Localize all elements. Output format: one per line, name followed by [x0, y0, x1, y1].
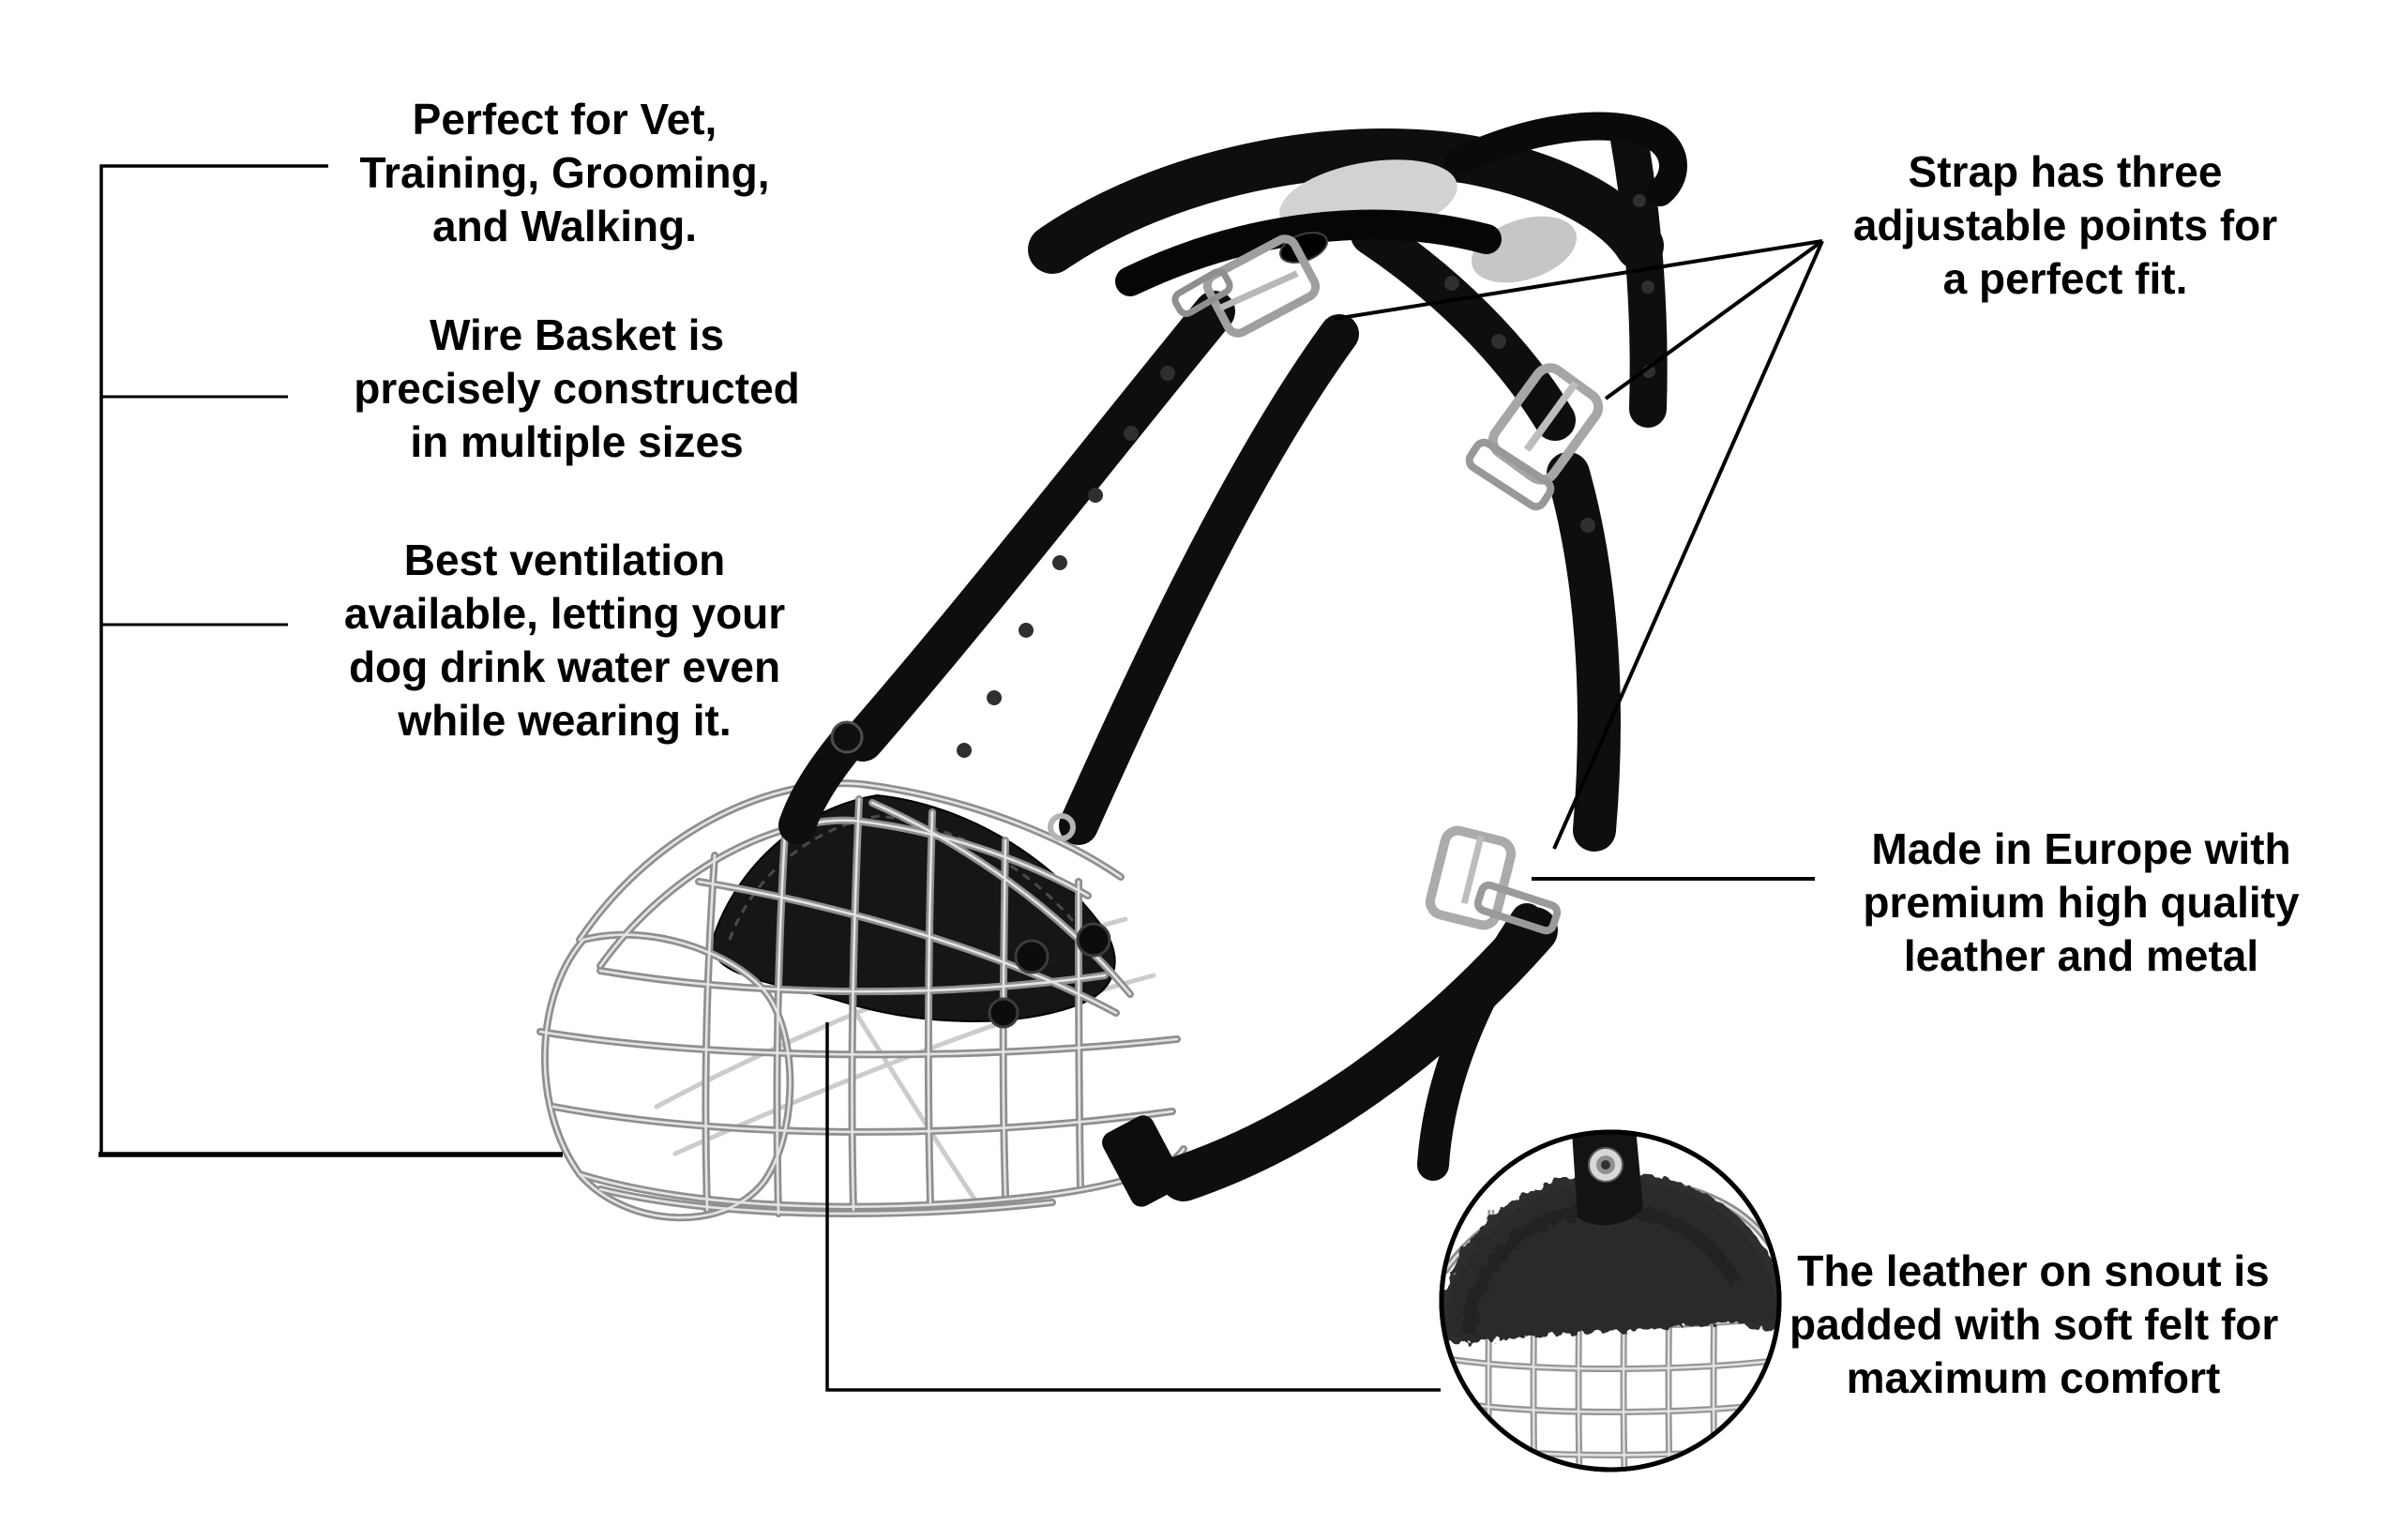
callout-strap-adjustment: Strap has three adjustable points for a …: [1821, 145, 2309, 306]
strap-keeper: [1102, 1115, 1183, 1207]
rivet-icon: [988, 997, 1019, 1029]
callout-line: Perfect for Vet,: [412, 95, 717, 143]
inset-circle: [1439, 1129, 1782, 1472]
callout-line: adjustable points for: [1852, 201, 2278, 249]
callout-line: Strap has three: [1908, 147, 2223, 196]
inset-connector: [825, 1022, 1441, 1392]
callout-line: Training, Grooming,: [359, 148, 770, 197]
keeper-icon: [1171, 268, 1233, 317]
head-strap-left: [842, 291, 1235, 762]
stitching: [728, 814, 1088, 941]
callout-felt-padding: The leather on snout is padded with soft…: [1789, 1245, 2279, 1405]
callout-line: precisely constructed: [354, 364, 800, 413]
callout-line: Best ventilation: [403, 536, 726, 584]
annotation-lines: [98, 164, 1824, 1392]
strap-leader-lines: [1334, 239, 1824, 850]
nose-strap: [1059, 314, 1359, 845]
callout-line: in multiple sizes: [410, 417, 744, 466]
callout-line: The leather on snout is: [1797, 1246, 2270, 1295]
inset-border: [1439, 1129, 1782, 1472]
strap-holes: [957, 194, 1655, 758]
callout-line: leather and metal: [1903, 931, 2259, 980]
browband: [1028, 128, 1664, 274]
left-callout-connector: [98, 164, 563, 1157]
keeper-icon: [1473, 881, 1562, 935]
callout-line: and Walking.: [432, 202, 697, 250]
callout-line: maximum comfort: [1846, 1353, 2221, 1402]
buckles: [1102, 234, 1604, 1207]
callout-line: a perfect fit.: [1942, 254, 2188, 303]
leather-straps: [778, 120, 1668, 1201]
rivet-hole: [1601, 1160, 1610, 1170]
callout-line: padded with soft felt for: [1789, 1300, 2279, 1349]
callout-made-in-europe: Made in Europe with premium high quality…: [1837, 823, 2325, 983]
rivet-icon: [1014, 939, 1049, 974]
callout-wire-basket: Wire Basket is precisely constructed in …: [314, 309, 839, 469]
callout-line: dog drink water even: [348, 642, 781, 691]
callout-ventilation: Best ventilation available, letting your…: [302, 534, 827, 747]
callout-line: Made in Europe with: [1871, 824, 2291, 873]
buckle-icon: [1202, 234, 1321, 338]
keeper-icon: [1465, 438, 1555, 511]
callout-line: Wire Basket is: [429, 310, 725, 359]
callout-line: available, letting your: [343, 589, 786, 638]
over-strap: [1115, 209, 1502, 296]
crown-assembly: [1028, 112, 1687, 296]
rivet-icon: [830, 720, 864, 754]
strap-fold: [1444, 112, 1687, 206]
cheek-strap-upper: [1351, 214, 1576, 441]
cheek-strap-lower: [1547, 452, 1621, 852]
grommet-icon: [1048, 813, 1076, 841]
callout-line: while wearing it.: [398, 696, 732, 745]
rivets: [830, 720, 1111, 1029]
callout-uses: Perfect for Vet, Training, Grooming, and…: [302, 93, 827, 253]
jaw-strap: [1160, 907, 1558, 1201]
rivet-icon: [1076, 922, 1111, 958]
callout-line: premium high quality: [1863, 878, 2300, 927]
